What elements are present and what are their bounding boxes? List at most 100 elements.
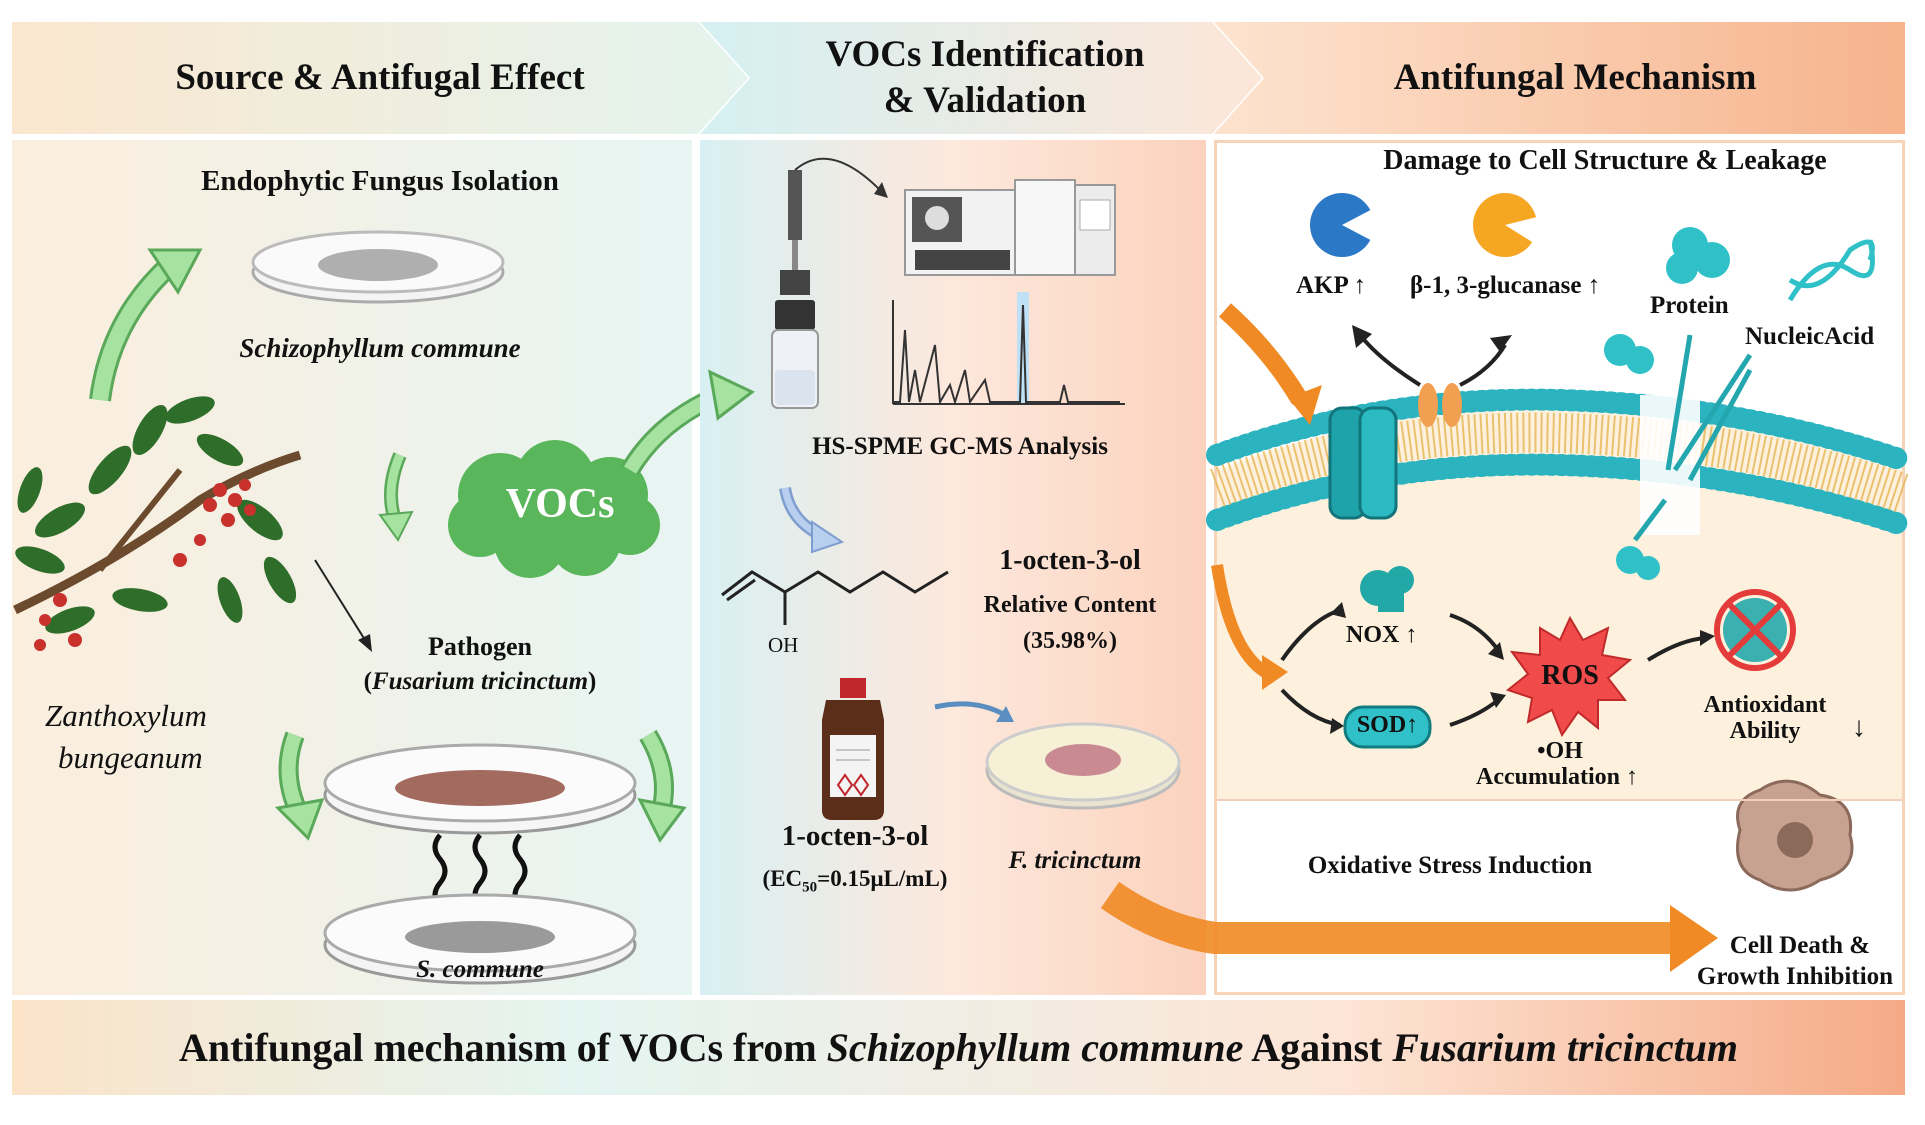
accumulation-text: Accumulation [1476, 764, 1620, 790]
footer-title-fungus: Schizophyllum commune [826, 1025, 1244, 1070]
antioxidant-line1: Antioxidant [1703, 692, 1827, 718]
oxidative-stress-arrow [1100, 881, 1718, 972]
green-arrow-isolation [89, 248, 203, 402]
header-section-vocs: VOCs Identification & Validation [740, 22, 1230, 134]
glucanase-pacman-icon [1473, 193, 1545, 257]
nox-label: NOX ↑ [1346, 622, 1417, 649]
protein-icon [1604, 227, 1730, 580]
orange-branch-arrow [1211, 564, 1288, 690]
footer-banner [12, 1000, 1905, 1095]
reagent-bottle [822, 678, 884, 820]
orange-input-arrow [1219, 303, 1322, 425]
arrowhead-4 [1490, 692, 1506, 708]
damage-title: Damage to Cell Structure & Leakage [1383, 145, 1827, 176]
plant-name-line2: bungeanum [58, 740, 203, 775]
ec50-subscript: 50 [802, 879, 818, 896]
dead-cell-icon [1736, 779, 1854, 892]
plant-branch-image [13, 396, 302, 651]
petri-dish-s-commune [323, 893, 637, 985]
footer-title: Antifungal mechanism of VOCs from Schizo… [12, 1000, 1905, 1095]
green-arrow-down-center [378, 452, 414, 542]
akp-label: AKP ↑ [1296, 272, 1366, 300]
relative-content-value: (35.98%) [1023, 628, 1117, 654]
arrowhead-2 [1330, 718, 1344, 734]
middle-panel-graphics [708, 157, 1181, 820]
gcms-instrument [904, 179, 1116, 276]
arrowhead-plant-to-pathogen [358, 634, 372, 652]
arrowhead-5 [1700, 630, 1715, 646]
footer-title-pathogen: Fusarium tricinctum [1392, 1025, 1739, 1070]
petri-dish-f-tricinctum [985, 722, 1181, 810]
efflux-arrowhead-left [1352, 325, 1372, 348]
blue-arrow-to-structure [779, 486, 845, 554]
green-arrow-left-curve [274, 731, 325, 841]
antioxidant-line2: Ability [1729, 718, 1801, 744]
header-vocs-line2: & Validation [883, 80, 1087, 121]
akp-pacman-icon [1310, 193, 1380, 257]
arrowhead-3 [1488, 642, 1504, 660]
accumulation-label: Accumulation ↑ [1476, 764, 1638, 791]
compound-name: 1-octen-3-ol [999, 545, 1141, 576]
relative-content-label: Relative Content [983, 592, 1157, 618]
s-commune-label: S. commune [416, 956, 544, 983]
accumulation-up-arrow: ↑ [1626, 764, 1638, 790]
sod-label: SOD↑ [1345, 712, 1430, 739]
cell-death-line1: Cell Death & [1729, 932, 1871, 959]
akp-up-arrow: ↑ [1353, 272, 1367, 299]
nucleic-label: NucleicAcid [1745, 323, 1875, 350]
protein-label: Protein [1650, 292, 1729, 319]
analysis-label: HS-SPME GC-MS Analysis [812, 433, 1108, 460]
green-arrow-right-curve [637, 729, 687, 843]
ec50-suffix: =0.15μL/mL) [817, 866, 948, 891]
arrow-plant-to-pathogen [314, 559, 366, 641]
spme-vial [771, 157, 888, 409]
header-banner-shapes [12, 22, 1905, 134]
ec50-label: (EC50=0.15μL/mL) [720, 866, 990, 897]
fungus-name-label: Schizophyllum commune [239, 333, 521, 363]
pathogen-name: (Fusarium tricinctum) [325, 668, 635, 696]
pathogen-paren-close: ) [588, 668, 597, 695]
header-section-source: Source & Antifugal Effect [175, 56, 585, 98]
header-section-mechanism: Antifungal Mechanism [1393, 56, 1757, 98]
bottle-compound-name: 1-octen-3-ol [781, 820, 929, 852]
nox-icon [1360, 566, 1414, 612]
arrowhead-vocs-to-analysis [708, 369, 755, 421]
skeletal-formula-octenol [721, 570, 949, 625]
antioxidant-crossed-icon [1714, 589, 1796, 671]
channel-protein [1328, 406, 1398, 520]
dna-icon [1787, 239, 1875, 302]
hydroxyl-label: OH [768, 633, 799, 657]
left-panel-graphics [13, 230, 700, 985]
leak-arrows [1633, 334, 1753, 542]
cell-membrane [1206, 388, 1913, 536]
vocs-cloud-label: VOCs [505, 481, 615, 527]
cell-death-line2: Growth Inhibition [1696, 963, 1894, 990]
green-arrow-vocs-to-analysis [621, 393, 700, 476]
petri-dish-schizophyllum [251, 230, 505, 304]
glucanase-text: β-1, 3-glucanase [1410, 272, 1582, 299]
pore-protein [1418, 383, 1462, 427]
sod-up-arrow: ↑ [1406, 712, 1419, 738]
sod-box [1343, 705, 1432, 749]
ec50-prefix: (EC [762, 866, 803, 891]
chromatogram [892, 292, 1125, 406]
efflux-arrows [1358, 333, 1507, 387]
pathogen-name-text: Fusarium tricinctum [371, 668, 589, 695]
footer-title-part3: Against [1243, 1025, 1393, 1070]
antioxidant-down-arrow: ↓ [1852, 712, 1866, 743]
petri-dish-pathogen [323, 743, 637, 835]
akp-text: AKP [1296, 272, 1348, 299]
ros-burst [1505, 615, 1633, 738]
sod-text: SOD [1356, 712, 1407, 738]
oh-label: •OH [1537, 738, 1583, 764]
vocs-cloud [448, 440, 660, 578]
efflux-arrowhead-right [1490, 335, 1512, 352]
arrowhead-1 [1330, 602, 1346, 618]
blue-arrow-to-dish [934, 701, 1014, 722]
oxidative-stress-label: Oxidative Stress Induction [1307, 852, 1593, 879]
f-tricinctum-label: F. tricinctum [1008, 847, 1142, 874]
plant-name-line1: Zanthoxylum [45, 698, 207, 733]
glucanase-up-arrow: ↑ [1587, 272, 1601, 299]
glucanase-label: β-1, 3-glucanase ↑ [1410, 272, 1600, 300]
pathogen-paren-open: ( [363, 668, 372, 695]
